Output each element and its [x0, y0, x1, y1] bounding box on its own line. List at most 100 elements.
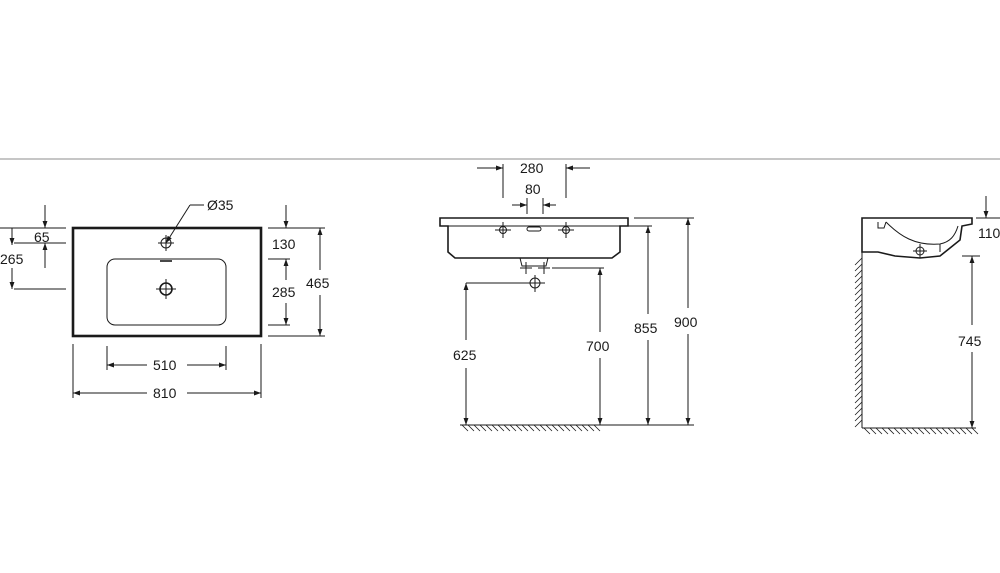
- dim-810: 810: [153, 385, 177, 401]
- dim-130: 130: [272, 236, 296, 252]
- hatch-stroke: [854, 341, 863, 350]
- hatch-stroke: [854, 317, 863, 326]
- hatch-stroke: [923, 427, 931, 435]
- hatch-stroke: [854, 329, 863, 338]
- dim-900: 900: [674, 314, 698, 330]
- hatch-stroke: [521, 424, 529, 432]
- hatch-stroke: [479, 424, 487, 432]
- hatch-stroke: [947, 427, 955, 435]
- dim-hole-diameter: Ø35: [207, 197, 234, 213]
- dim-510: 510: [153, 357, 177, 373]
- hatch-stroke: [965, 427, 973, 435]
- hatch-stroke: [593, 424, 601, 432]
- hatch-stroke: [854, 275, 863, 284]
- hatch-stroke: [581, 424, 589, 432]
- wall-hatch: [854, 257, 863, 428]
- hatch-stroke: [551, 424, 559, 432]
- hatch-stroke: [509, 424, 517, 432]
- hatch-stroke: [533, 424, 541, 432]
- hatch-stroke: [911, 427, 919, 435]
- dim-65: 65: [34, 229, 50, 245]
- hatch-stroke: [959, 427, 967, 435]
- floor-hatch-front: [461, 424, 601, 432]
- hatch-stroke: [881, 427, 889, 435]
- hatch-stroke: [854, 365, 863, 374]
- hatch-stroke: [953, 427, 961, 435]
- hatch-stroke: [893, 427, 901, 435]
- hatch-stroke: [485, 424, 493, 432]
- hatch-stroke: [461, 424, 469, 432]
- dim-110: 110: [978, 225, 1000, 241]
- hatch-stroke: [854, 299, 863, 308]
- dim-745: 745: [958, 333, 982, 349]
- top-view: Ø35 65 265 130 285 465 510 810: [0, 197, 330, 401]
- hatch-stroke: [854, 377, 863, 386]
- hatch-stroke: [491, 424, 499, 432]
- front-tap-left: [495, 222, 511, 238]
- hatch-stroke: [854, 383, 863, 392]
- hatch-stroke: [557, 424, 565, 432]
- hatch-stroke: [941, 427, 949, 435]
- hatch-stroke: [875, 427, 883, 435]
- hatch-stroke: [473, 424, 481, 432]
- hatch-stroke: [854, 293, 863, 302]
- hatch-stroke: [905, 427, 913, 435]
- dim-855: 855: [634, 320, 658, 336]
- hatch-stroke: [899, 427, 907, 435]
- hatch-stroke: [854, 413, 863, 422]
- dim-280: 280: [520, 160, 544, 176]
- dim-285: 285: [272, 284, 296, 300]
- basin-outline: [71, 226, 263, 338]
- hatch-stroke: [587, 424, 595, 432]
- hatch-stroke: [854, 281, 863, 290]
- hatch-stroke: [854, 371, 863, 380]
- hatch-stroke: [854, 359, 863, 368]
- hatch-stroke: [971, 427, 979, 435]
- hatch-stroke: [854, 353, 863, 362]
- hatch-stroke: [935, 427, 943, 435]
- hatch-stroke: [854, 323, 863, 332]
- bowl-outline: [106, 258, 227, 326]
- dim-265: 265: [0, 251, 24, 267]
- hatch-stroke: [539, 424, 547, 432]
- hatch-stroke: [929, 427, 937, 435]
- hatch-stroke: [854, 389, 863, 398]
- hatch-stroke: [515, 424, 523, 432]
- hatch-stroke: [854, 335, 863, 344]
- front-tap-right: [558, 222, 574, 238]
- hatch-stroke: [854, 287, 863, 296]
- tap-hole-symbol: [158, 235, 174, 262]
- hatch-stroke: [854, 395, 863, 404]
- hatch-stroke: [854, 257, 863, 266]
- dim-80: 80: [525, 181, 541, 197]
- basin-front-outline: [439, 217, 629, 259]
- hatch-stroke: [575, 424, 583, 432]
- dim-625: 625: [453, 347, 477, 363]
- hatch-stroke: [887, 427, 895, 435]
- hatch-stroke: [917, 427, 925, 435]
- hatch-stroke: [854, 347, 863, 356]
- hatch-stroke: [467, 424, 475, 432]
- hatch-stroke: [545, 424, 553, 432]
- front-view: 280 80 625 700 855 900: [439, 160, 698, 432]
- hatch-stroke: [563, 424, 571, 432]
- hatch-stroke: [854, 305, 863, 314]
- hatch-stroke: [854, 311, 863, 320]
- hatch-stroke: [854, 269, 863, 278]
- hatch-stroke: [854, 263, 863, 272]
- drain-symbol: [156, 279, 176, 299]
- hatch-stroke: [869, 427, 877, 435]
- side-view: 110 745: [854, 196, 1000, 435]
- basin-side-outline: [861, 217, 973, 259]
- dim-700: 700: [586, 338, 610, 354]
- hatch-stroke: [569, 424, 577, 432]
- hatch-stroke: [527, 424, 535, 432]
- hatch-stroke: [854, 419, 863, 428]
- hatch-stroke: [854, 401, 863, 410]
- floor-hatch-side: [863, 427, 979, 435]
- hatch-stroke: [503, 424, 511, 432]
- hatch-stroke: [497, 424, 505, 432]
- hatch-stroke: [863, 427, 871, 435]
- dim-465: 465: [306, 275, 330, 291]
